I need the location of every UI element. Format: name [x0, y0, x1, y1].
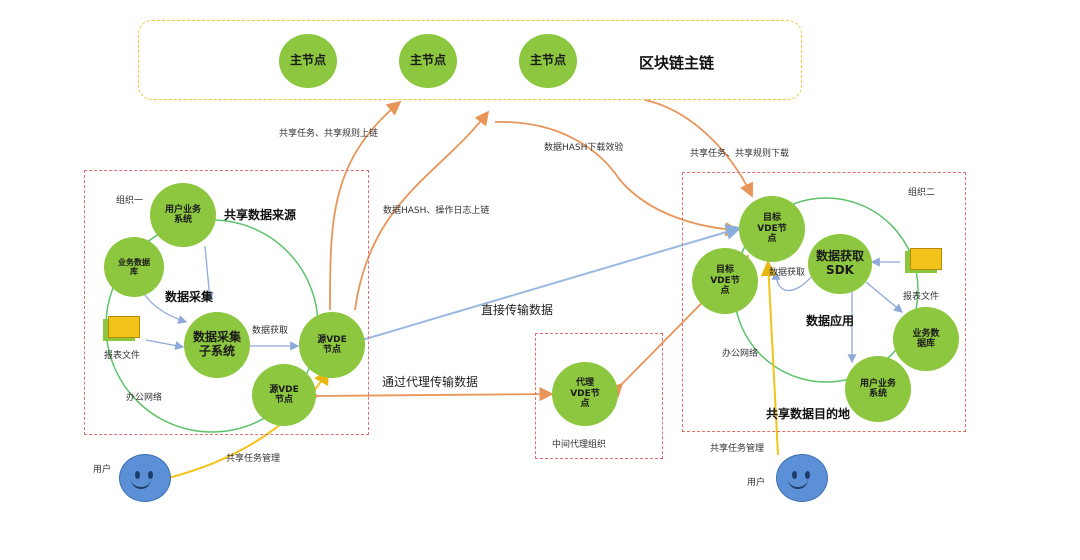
org1-data-get-label: 数据获取 — [252, 326, 289, 336]
org1-report-label: 报表文件 — [104, 351, 141, 361]
proxy-transfer-label: 通过代理传输数据 — [382, 375, 479, 389]
chain-box — [138, 20, 802, 100]
direct-transfer-label: 直接传输数据 — [481, 303, 554, 317]
share-down-label: 共享任务、共享规则下载 — [690, 149, 790, 159]
org1-box — [84, 170, 369, 435]
main-node-1: 主节点 — [279, 34, 337, 88]
org2-sdk-node: 数据获取SDK — [808, 234, 872, 294]
org2-user-biz-node: 用户业务系统 — [845, 356, 911, 422]
org1-collect-sys-node: 数据采集子系统 — [184, 312, 250, 378]
org2-office-label: 办公网络 — [722, 349, 759, 359]
org2-target-vde-node-2: 目标VDE节点 — [692, 248, 758, 314]
org1-source-vde-node-1: 源VDE节点 — [299, 312, 365, 378]
org2-target-vde-node-1: 目标VDE节点 — [739, 196, 805, 262]
proxy-box — [535, 333, 663, 459]
org1-office-label: 办公网络 — [126, 393, 163, 403]
sdk-to-bizdb-arrow — [865, 281, 903, 313]
direct-transfer-arrow — [346, 224, 742, 352]
right-user-line — [760, 260, 779, 456]
proxy-org-label: 中间代理组织 — [552, 440, 607, 450]
main-node-2: 主节点 — [399, 34, 457, 88]
org2-title: 共享数据目的地 — [766, 407, 851, 421]
org2-app-label: 数据应用 — [806, 314, 855, 328]
org1-name: 组织一 — [116, 196, 144, 206]
proxy-transfer-left-arrow — [305, 386, 554, 404]
chain-title: 区块链主链 — [639, 54, 715, 72]
org1-source-vde-node-2: 源VDE节点 — [252, 364, 316, 426]
hash-down-label: 数据HASH下载效验 — [544, 143, 624, 153]
org1-report-doc-icon — [108, 316, 140, 338]
proxy-vde-node: 代理VDE节点 — [552, 362, 618, 426]
org1-biz-db-node: 业务数据库 — [104, 237, 164, 297]
right-task-mgmt-label: 共享任务管理 — [710, 444, 765, 454]
left-user-label: 用户 — [93, 465, 112, 475]
org1-collect-label: 数据采集 — [165, 290, 214, 304]
right-user-icon — [776, 454, 828, 502]
report-to-collect-arrow — [145, 339, 185, 351]
share-down-arrow — [644, 99, 754, 198]
share-up-arrow — [329, 100, 402, 311]
left-task-mgmt-label: 共享任务管理 — [226, 454, 281, 464]
userbiz-to-collect-arrow — [204, 245, 214, 302]
share-up-label: 共享任务、共享规则上链 — [279, 129, 379, 139]
org2-box — [682, 172, 966, 432]
org1-title: 共享数据来源 — [224, 208, 297, 222]
org2-data-get-label: 数据获取 — [769, 268, 806, 278]
right-user-label: 用户 — [747, 478, 766, 488]
org2-biz-db-node: 业务数据库 — [893, 307, 959, 371]
org2-report-doc-icon — [910, 248, 942, 270]
org2-name: 组织二 — [908, 188, 936, 198]
left-user-icon — [119, 454, 171, 502]
left-user-line — [167, 368, 329, 479]
main-node-3: 主节点 — [519, 34, 577, 88]
org1-user-biz-node: 用户业务系统 — [150, 183, 216, 247]
hash-up-label: 数据HASH、操作日志上链 — [383, 206, 490, 216]
org2-report-label: 报表文件 — [903, 292, 940, 302]
sdk-to-target-arrow — [771, 270, 813, 292]
